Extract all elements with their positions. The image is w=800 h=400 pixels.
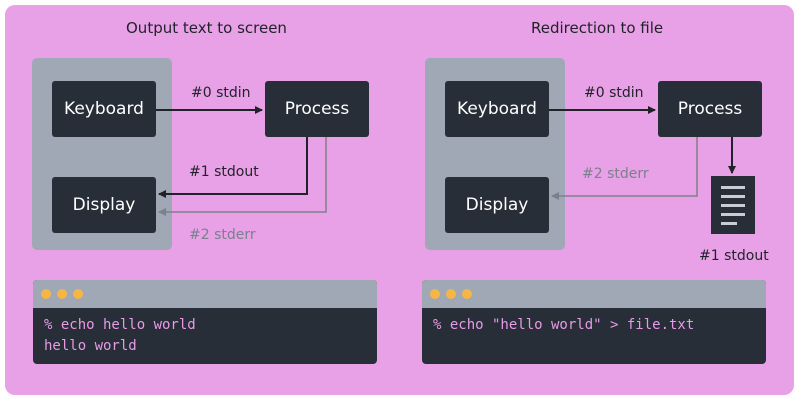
terminal-line: % echo "hello world" > file.txt (433, 317, 695, 333)
document-icon (711, 176, 755, 234)
terminal-line: hello world (44, 338, 137, 354)
terminal-dot-icon (41, 289, 51, 299)
right-stdout-label: #1 stdout (699, 248, 769, 264)
right-process-box: Process (658, 81, 762, 137)
right-terminal-output: % echo "hello world" > file.txt (422, 308, 766, 343)
left-terminal-titlebar (33, 280, 377, 308)
left-process-box: Process (265, 81, 369, 137)
left-stderr-label: #2 stderr (189, 227, 256, 243)
left-keyboard-box: Keyboard (52, 81, 156, 137)
left-terminal-output: % echo hello world hello world (33, 308, 377, 364)
terminal-dot-icon (57, 289, 67, 299)
right-display-box: Display (445, 177, 549, 233)
right-stderr-label: #2 stderr (582, 166, 649, 182)
terminal-dot-icon (462, 289, 472, 299)
right-stdin-label: #0 stdin (584, 85, 644, 101)
left-stdin-label: #0 stdin (191, 85, 251, 101)
right-terminal-titlebar (422, 280, 766, 308)
left-terminal: % echo hello world hello world (33, 280, 377, 364)
terminal-dot-icon (73, 289, 83, 299)
left-title: Output text to screen (126, 19, 287, 37)
left-display-box: Display (52, 177, 156, 233)
right-keyboard-box: Keyboard (445, 81, 549, 137)
left-stdout-label: #1 stdout (189, 164, 259, 180)
right-title: Redirection to file (531, 19, 664, 37)
right-terminal: % echo "hello world" > file.txt (422, 280, 766, 364)
terminal-dot-icon (430, 289, 440, 299)
terminal-line: % echo hello world (44, 317, 196, 333)
terminal-dot-icon (446, 289, 456, 299)
